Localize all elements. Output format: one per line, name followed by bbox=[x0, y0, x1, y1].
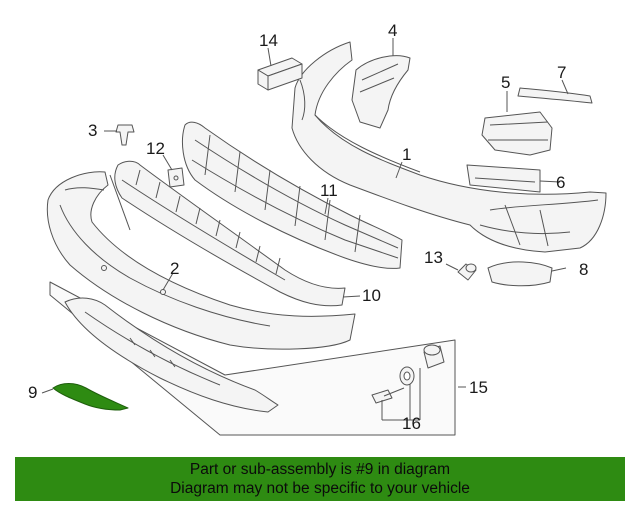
part-bracket-4 bbox=[351, 55, 411, 129]
callout-7: 7 bbox=[557, 63, 566, 82]
callout-11: 11 bbox=[320, 181, 338, 200]
part-block-14 bbox=[257, 57, 303, 91]
part-nut-12 bbox=[167, 167, 185, 188]
part-reflector-6 bbox=[466, 164, 541, 193]
callout-10: 10 bbox=[362, 286, 381, 305]
part-bumper-cover bbox=[291, 41, 607, 253]
callout-9: 9 bbox=[28, 383, 37, 402]
part-clip-3 bbox=[115, 124, 135, 146]
part-bushing-13 bbox=[457, 263, 477, 281]
callout-6: 6 bbox=[556, 173, 565, 192]
part-strip-7 bbox=[517, 87, 593, 104]
callout-16: 16 bbox=[402, 414, 421, 433]
banner-line-2: Diagram may not be specific to your vehi… bbox=[170, 480, 470, 497]
part-absorber bbox=[114, 160, 346, 307]
info-banner: Part or sub-assembly is #9 in diagram Di… bbox=[15, 457, 625, 501]
callout-14: 14 bbox=[259, 31, 278, 50]
callout-8: 8 bbox=[579, 260, 588, 279]
callout-13: 13 bbox=[424, 248, 443, 267]
callout-3: 3 bbox=[88, 121, 97, 140]
part-lamp-8 bbox=[487, 261, 553, 287]
callout-15: 15 bbox=[469, 378, 488, 397]
callout-2: 2 bbox=[170, 259, 179, 278]
part-lower-valance bbox=[46, 171, 356, 350]
part-9-highlighted bbox=[52, 383, 129, 411]
part-hardware-16 bbox=[371, 344, 445, 404]
part-bracket-5 bbox=[481, 111, 553, 156]
part-reinforcement bbox=[182, 121, 403, 269]
part-lower-assembly-outline bbox=[49, 281, 456, 436]
banner-line-1: Part or sub-assembly is #9 in diagram bbox=[189, 461, 451, 478]
callout-1: 1 bbox=[402, 145, 411, 164]
callout-12: 12 bbox=[146, 139, 165, 158]
callout-4: 4 bbox=[388, 21, 397, 40]
leader-lines bbox=[41, 38, 569, 421]
callout-5: 5 bbox=[501, 73, 510, 92]
